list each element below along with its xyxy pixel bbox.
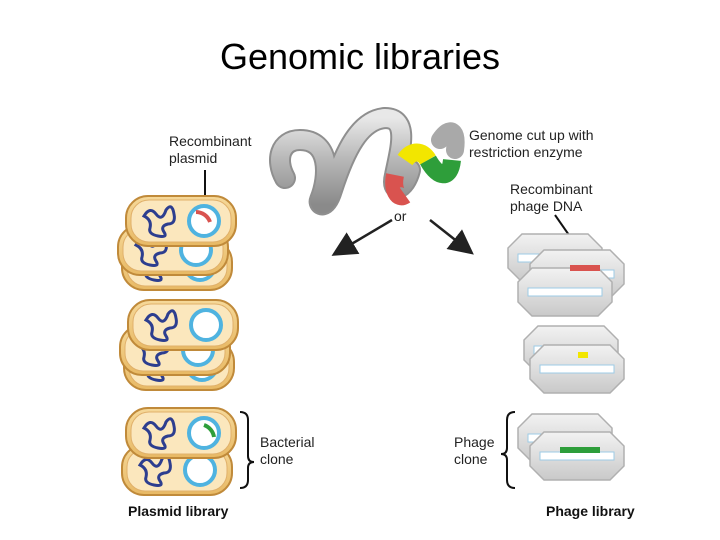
phage-colony-3: [517, 413, 625, 481]
bacterial-colony-2: [118, 298, 240, 392]
arrow-to-plasmid: [331, 218, 393, 256]
plasmid-library-label: Plasmid library: [128, 503, 229, 519]
phage-clone-label: Phage clone: [454, 434, 495, 467]
bacterial-colony-1: [116, 194, 238, 292]
recombinant-plasmid-label: Recombinant plasmid: [169, 133, 252, 166]
page-title: Genomic libraries: [219, 36, 501, 77]
phage-colony-2: [523, 325, 625, 394]
bacterial-colony-3: [120, 406, 238, 497]
arrow-to-phage: [429, 219, 474, 255]
bacterial-clone-bracket: [239, 411, 255, 489]
genome-cut-label: Genome cut up with restriction enzyme: [469, 127, 594, 160]
or-label: or: [394, 208, 407, 224]
phage-library-label: Phage library: [546, 503, 635, 519]
genome-dna-strand: [269, 106, 465, 216]
phage-colony-1: [507, 233, 625, 317]
phage-clone-bracket: [500, 411, 516, 489]
recombinant-phage-dna-label: Recombinant phage DNA: [510, 181, 593, 214]
bacterial-clone-label: Bacterial clone: [260, 434, 315, 467]
